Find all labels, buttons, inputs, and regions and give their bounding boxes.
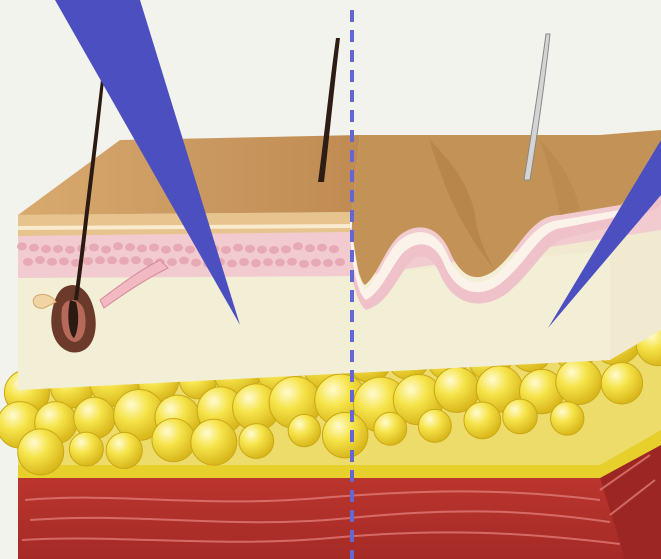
fat-globule — [69, 432, 103, 466]
papillary-dot — [275, 259, 285, 267]
papillary-dot — [233, 244, 243, 252]
papillary-dot — [173, 244, 183, 252]
papillary-dot — [107, 256, 117, 264]
papillary-dot — [269, 246, 279, 254]
fat-globule — [556, 359, 602, 405]
papillary-dot — [329, 245, 339, 253]
papillary-dot — [191, 259, 201, 267]
papillary-dot — [17, 242, 27, 250]
fat-globule — [322, 412, 367, 457]
fat-globule — [18, 429, 64, 475]
papillary-dot — [287, 258, 297, 266]
papillary-dot — [119, 257, 129, 265]
papillary-dot — [89, 243, 99, 251]
papillary-dot — [335, 258, 345, 266]
papillary-dot — [263, 258, 273, 266]
papillary-dot — [29, 244, 39, 252]
fat-globule — [152, 418, 195, 461]
fat-globule — [503, 399, 538, 434]
fat-globule — [239, 424, 274, 459]
fat-globule — [374, 412, 407, 445]
papillary-dot — [161, 246, 171, 254]
papillary-dot — [59, 257, 69, 265]
papillary-dot — [167, 258, 177, 266]
papillary-dot — [83, 257, 93, 265]
papillary-dot — [251, 259, 261, 267]
papillary-dot — [311, 259, 321, 267]
papillary-dot — [245, 245, 255, 253]
papillary-dot — [65, 246, 75, 254]
papillary-dot — [41, 245, 51, 253]
fat-globule — [551, 402, 584, 435]
papillary-dot — [35, 256, 45, 264]
papillary-dot — [101, 246, 111, 254]
papillary-dot — [23, 258, 33, 266]
papillary-dot — [137, 244, 147, 252]
fat-globule — [191, 419, 237, 465]
papillary-dot — [281, 245, 291, 253]
fat-globule — [601, 363, 642, 404]
papillary-dot — [95, 256, 105, 264]
papillary-dot — [179, 256, 189, 264]
papillary-dot — [305, 244, 315, 252]
fat-globule — [288, 414, 320, 446]
papillary-dot — [149, 244, 159, 252]
papillary-dot — [53, 245, 63, 253]
papillary-dot — [125, 243, 135, 251]
papillary-dot — [317, 244, 327, 252]
papillary-dot — [227, 260, 237, 268]
fat-globule — [106, 432, 142, 468]
fat-globule — [74, 397, 115, 438]
papillary-dot — [113, 242, 123, 250]
papillary-dot — [293, 242, 303, 250]
fat-globule — [418, 409, 451, 442]
papillary-dot — [221, 246, 231, 254]
papillary-dot — [299, 260, 309, 268]
papillary-dot — [239, 258, 249, 266]
papillary-dot — [257, 246, 267, 254]
papillary-dot — [323, 259, 333, 267]
papillary-dot — [185, 246, 195, 254]
papillary-dot — [47, 258, 57, 266]
papillary-dot — [131, 256, 141, 264]
fat-globule — [464, 402, 501, 439]
